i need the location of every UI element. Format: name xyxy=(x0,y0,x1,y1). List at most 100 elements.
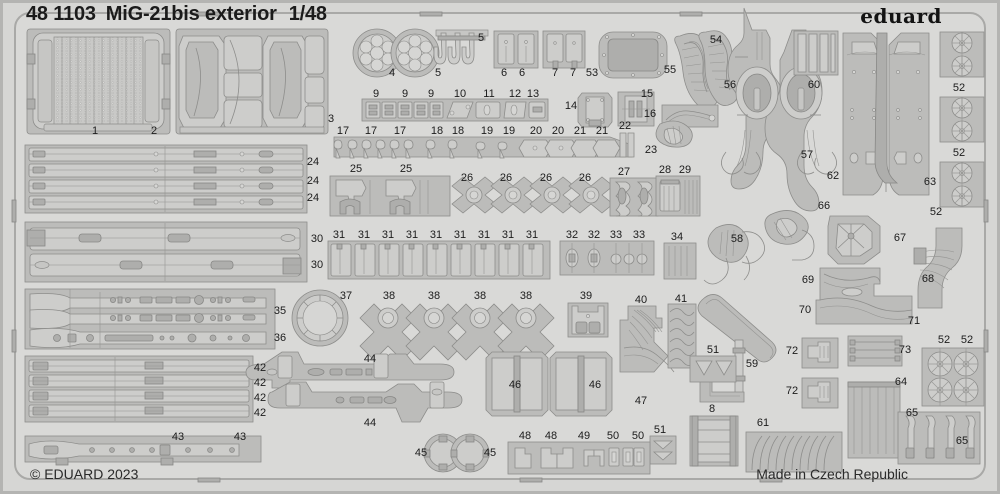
part-number-label: 26 xyxy=(578,172,592,184)
parts-9 xyxy=(365,101,444,119)
part-number-label: 69 xyxy=(801,274,815,286)
part-group-25 xyxy=(329,175,451,217)
part-number-label: 16 xyxy=(643,108,657,120)
part-group-62-63 xyxy=(842,32,930,196)
part-group-54-55 xyxy=(674,30,738,109)
part-number-label: 18 xyxy=(451,125,465,137)
part-group-52-bottom xyxy=(921,347,985,407)
part-number-label: 41 xyxy=(674,293,688,305)
part-number-label: 38 xyxy=(519,290,533,302)
part-number-label: 46 xyxy=(508,379,522,391)
part-group-46 xyxy=(485,351,613,417)
part-group-72 xyxy=(801,337,839,409)
part-group-31 xyxy=(327,240,551,280)
part-group-45 xyxy=(423,433,490,473)
part-group-32-33 xyxy=(559,240,655,276)
part-number-label: 7 xyxy=(569,67,577,79)
part-13 xyxy=(528,101,546,119)
part-number-label: 20 xyxy=(551,125,565,137)
part-number-label: 72 xyxy=(785,385,799,397)
part-number-label: 72 xyxy=(785,345,799,357)
part-number-label: 20 xyxy=(529,125,543,137)
part-group-68 xyxy=(913,227,963,309)
part-number-label: 17 xyxy=(364,125,378,137)
part-group-34 xyxy=(663,242,697,280)
frame-sprue-tabs xyxy=(11,11,989,483)
part-number-label: 54 xyxy=(709,34,723,46)
part-group-69-70-71 xyxy=(815,267,913,325)
part-number-label: 38 xyxy=(427,290,441,302)
part-number-label: 35 xyxy=(273,305,287,317)
part-number-label: 31 xyxy=(357,229,371,241)
part-group-51 xyxy=(649,355,737,465)
part-number-label: 30 xyxy=(310,233,324,245)
part-number-label: 51 xyxy=(706,344,720,356)
part-group-28-29 xyxy=(655,175,701,217)
part-number-label: 44 xyxy=(363,417,377,429)
parts-22 xyxy=(619,132,635,158)
part-number-label: 13 xyxy=(526,88,540,100)
country-of-origin: Made in Czech Republic xyxy=(756,466,908,482)
kit-title: MiG-21bis exterior xyxy=(105,3,277,25)
part-number-label: 3 xyxy=(327,113,335,125)
part-number-label: 31 xyxy=(501,229,515,241)
part-number-label: 68 xyxy=(921,273,935,285)
part-number-label: 24 xyxy=(306,192,320,204)
part-group-39 xyxy=(567,302,609,338)
part-group-26 xyxy=(451,176,614,214)
part-number-label: 62 xyxy=(826,170,840,182)
parts-32 xyxy=(565,243,601,273)
parts-20 xyxy=(518,139,579,158)
part-number-label: 45 xyxy=(483,447,497,459)
part-number-label: 48 xyxy=(544,430,558,442)
part-group-40-47 xyxy=(619,305,675,373)
part-number-label: 50 xyxy=(606,430,620,442)
part-group-5 xyxy=(433,29,489,65)
part-number-label: 9 xyxy=(372,88,380,100)
part-group-27 xyxy=(609,177,659,217)
parts-33 xyxy=(610,243,648,273)
part-number-label: 37 xyxy=(339,290,353,302)
part-group-64 xyxy=(847,381,901,459)
parts-17 xyxy=(333,139,414,159)
part-number-label: 70 xyxy=(798,304,812,316)
part-group-58 xyxy=(703,224,765,285)
part-number-label: 47 xyxy=(634,395,648,407)
part-number-label: 43 xyxy=(233,431,247,443)
part-number-label: 24 xyxy=(306,175,320,187)
part-number-label: 31 xyxy=(429,229,443,241)
part-group-8 xyxy=(689,415,739,467)
part-number-label: 8 xyxy=(708,403,716,415)
part-group-53 xyxy=(598,31,668,79)
part-number-label: 53 xyxy=(585,67,599,79)
part-number-label: 51 xyxy=(653,424,667,436)
part-number-label: 32 xyxy=(587,229,601,241)
part-number-label: 7 xyxy=(551,67,559,79)
part-number-label: 31 xyxy=(453,229,467,241)
part-number-label: 45 xyxy=(414,447,428,459)
part-number-label: 21 xyxy=(595,125,609,137)
part-number-label: 4 xyxy=(388,67,396,79)
part-number-label: 42 xyxy=(253,362,267,374)
part-group-24 xyxy=(24,144,308,214)
part-number-label: 25 xyxy=(399,163,413,175)
part-number-label: 27 xyxy=(617,166,631,178)
part-number-label: 52 xyxy=(952,82,966,94)
part-number-label: 60 xyxy=(807,79,821,91)
part-number-label: 9 xyxy=(427,88,435,100)
part-number-label: 26 xyxy=(499,172,513,184)
part-number-label: 14 xyxy=(564,100,578,112)
part-number-label: 23 xyxy=(644,144,658,156)
part-number-label: 9 xyxy=(401,88,409,100)
part-group-60 xyxy=(793,30,839,76)
part-number-label: 66 xyxy=(817,200,831,212)
part-group-7 xyxy=(542,30,586,69)
part-number-label: 31 xyxy=(332,229,346,241)
part-number-label: 56 xyxy=(723,79,737,91)
part-number-label: 21 xyxy=(573,125,587,137)
kit-number: 48 1103 xyxy=(26,3,96,25)
part-number-label: 61 xyxy=(756,417,770,429)
part-number-label: 52 xyxy=(952,147,966,159)
part-number-label: 49 xyxy=(577,430,591,442)
